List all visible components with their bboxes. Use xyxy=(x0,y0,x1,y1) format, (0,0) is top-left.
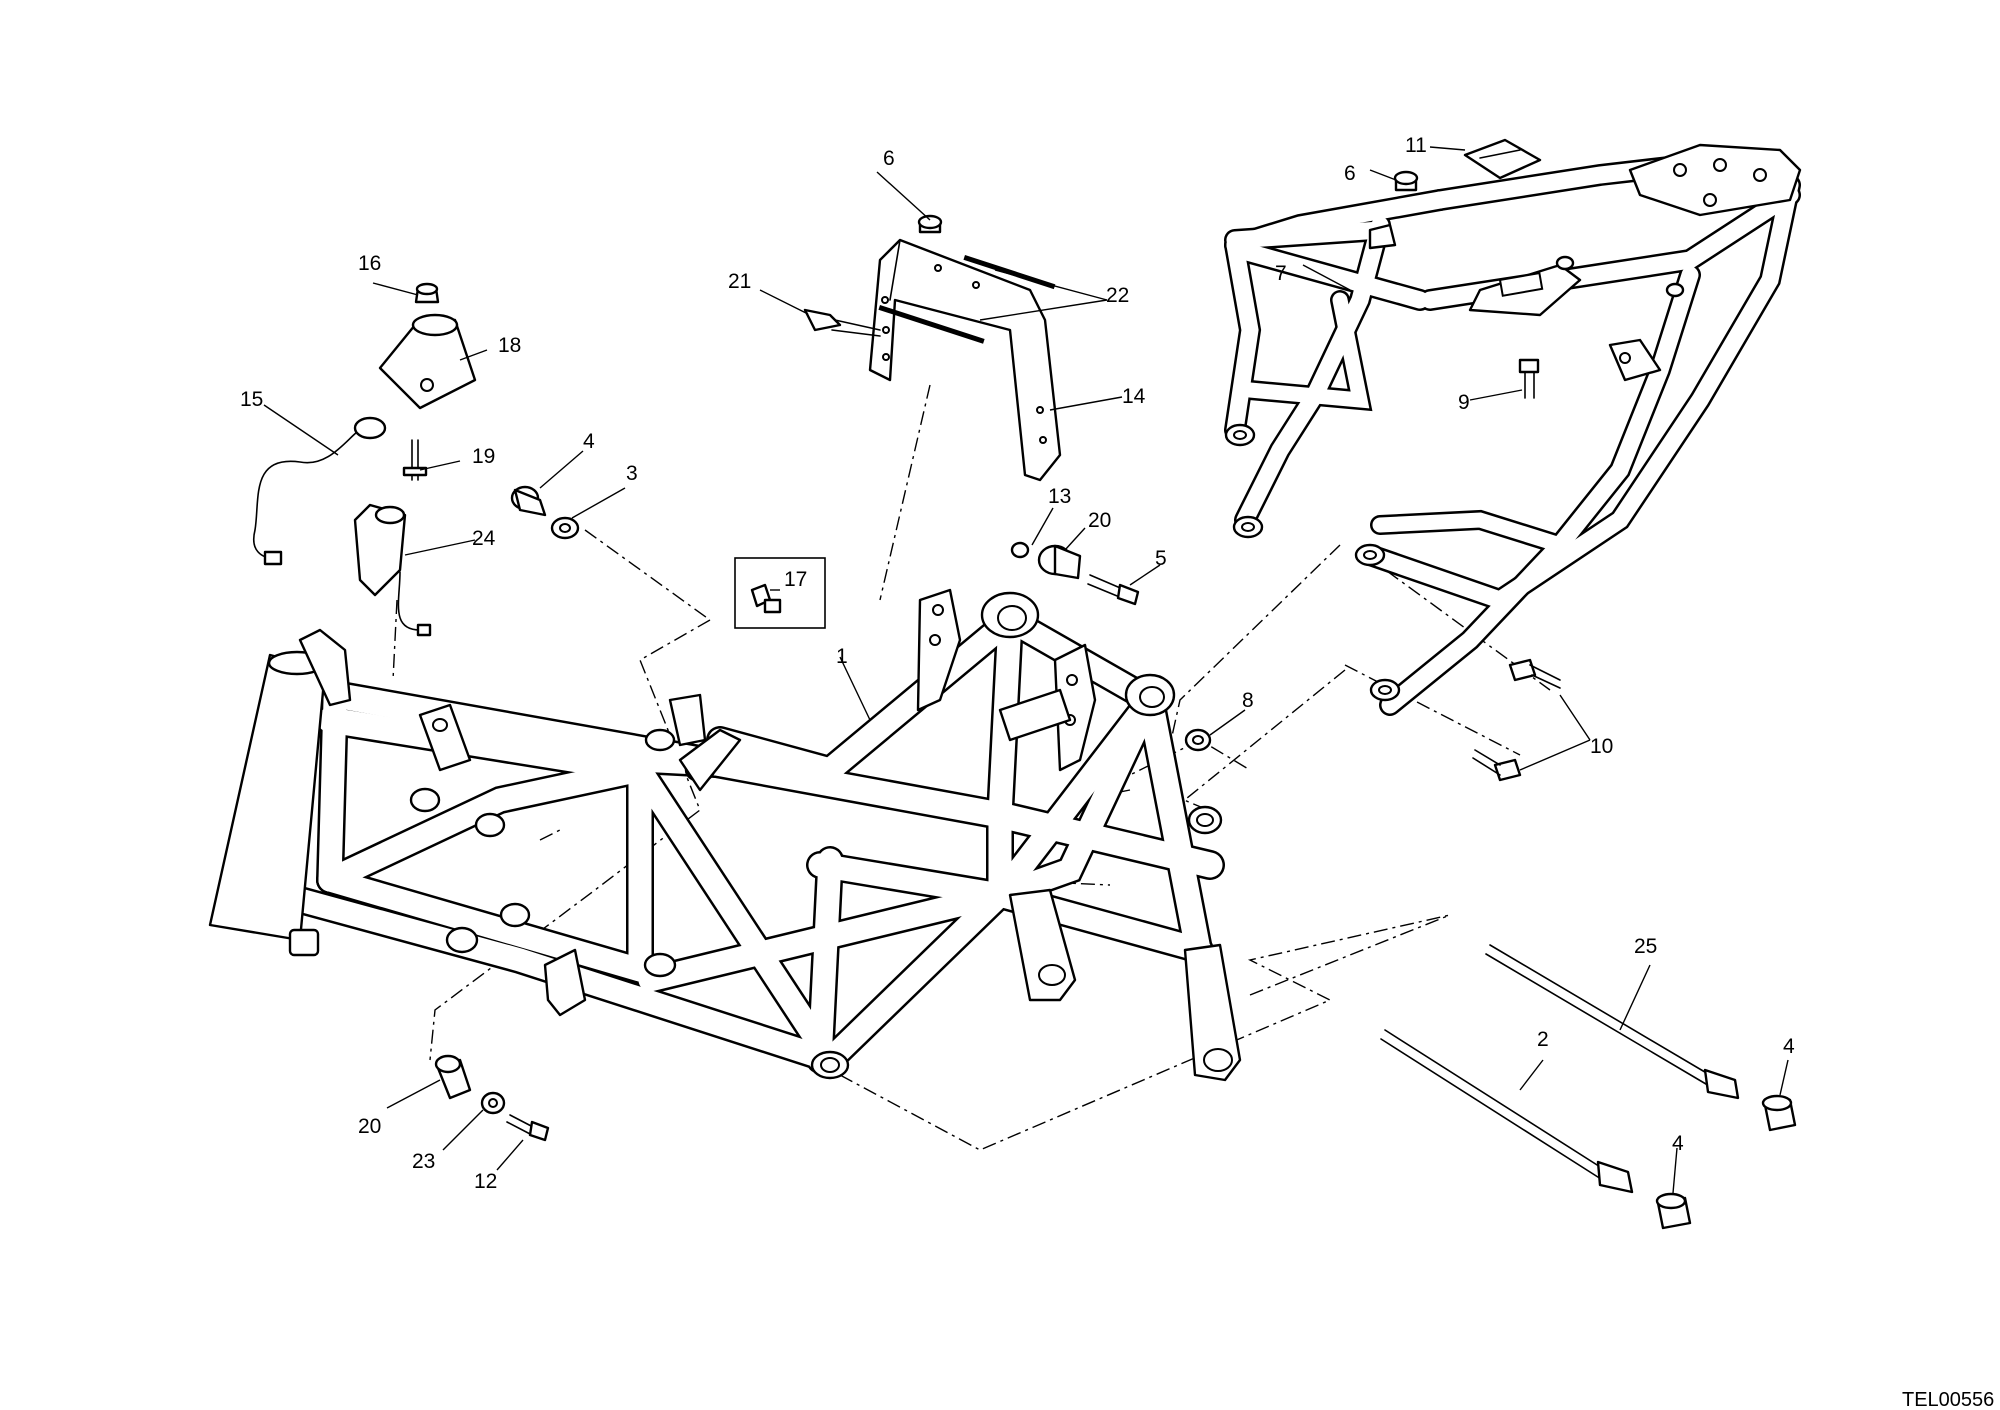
callout-15: 15 xyxy=(240,388,263,411)
callout-20-lower: 20 xyxy=(358,1115,381,1138)
callout-19: 19 xyxy=(472,445,495,468)
callout-24: 24 xyxy=(472,527,496,550)
callout-5: 5 xyxy=(1155,547,1167,570)
main-trellis-frame xyxy=(208,588,1242,1082)
callout-16: 16 xyxy=(358,252,381,275)
callout-23: 23 xyxy=(412,1150,435,1173)
callout-4-bush: 4 xyxy=(583,430,595,453)
callout-17: 17 xyxy=(784,568,807,591)
callout-20-upper: 20 xyxy=(1088,509,1111,532)
callout-9: 9 xyxy=(1458,391,1470,414)
callout-22: 22 xyxy=(1106,284,1129,307)
instrument-bracket xyxy=(868,238,1062,482)
callout-6-bracket: 6 xyxy=(883,147,895,170)
callout-1: 1 xyxy=(836,645,848,668)
rear-subframe xyxy=(1224,143,1802,716)
callout-13: 13 xyxy=(1048,485,1071,508)
callout-10: 10 xyxy=(1590,735,1613,758)
callout-2: 2 xyxy=(1537,1028,1549,1051)
callout-labels: 1 2 3 4 4 4 5 6 6 7 8 9 10 11 12 13 14 1… xyxy=(240,134,1994,1410)
callout-leaders xyxy=(263,146,1789,1194)
callout-25: 25 xyxy=(1634,935,1657,958)
callout-18: 18 xyxy=(498,334,521,357)
callout-7: 7 xyxy=(1275,262,1287,285)
callout-3: 3 xyxy=(626,462,638,485)
drawing-code: TEL00556 xyxy=(1902,1389,1994,1410)
small-parts xyxy=(253,138,1797,1230)
callout-14: 14 xyxy=(1122,385,1146,408)
callout-21: 21 xyxy=(728,270,751,293)
callout-6-subframe: 6 xyxy=(1344,162,1356,185)
callout-12: 12 xyxy=(474,1170,497,1193)
callout-11: 11 xyxy=(1405,134,1427,157)
callout-8: 8 xyxy=(1242,689,1254,712)
callout-4-cap-lower: 4 xyxy=(1672,1132,1684,1155)
callout-4-cap-right: 4 xyxy=(1783,1035,1795,1058)
